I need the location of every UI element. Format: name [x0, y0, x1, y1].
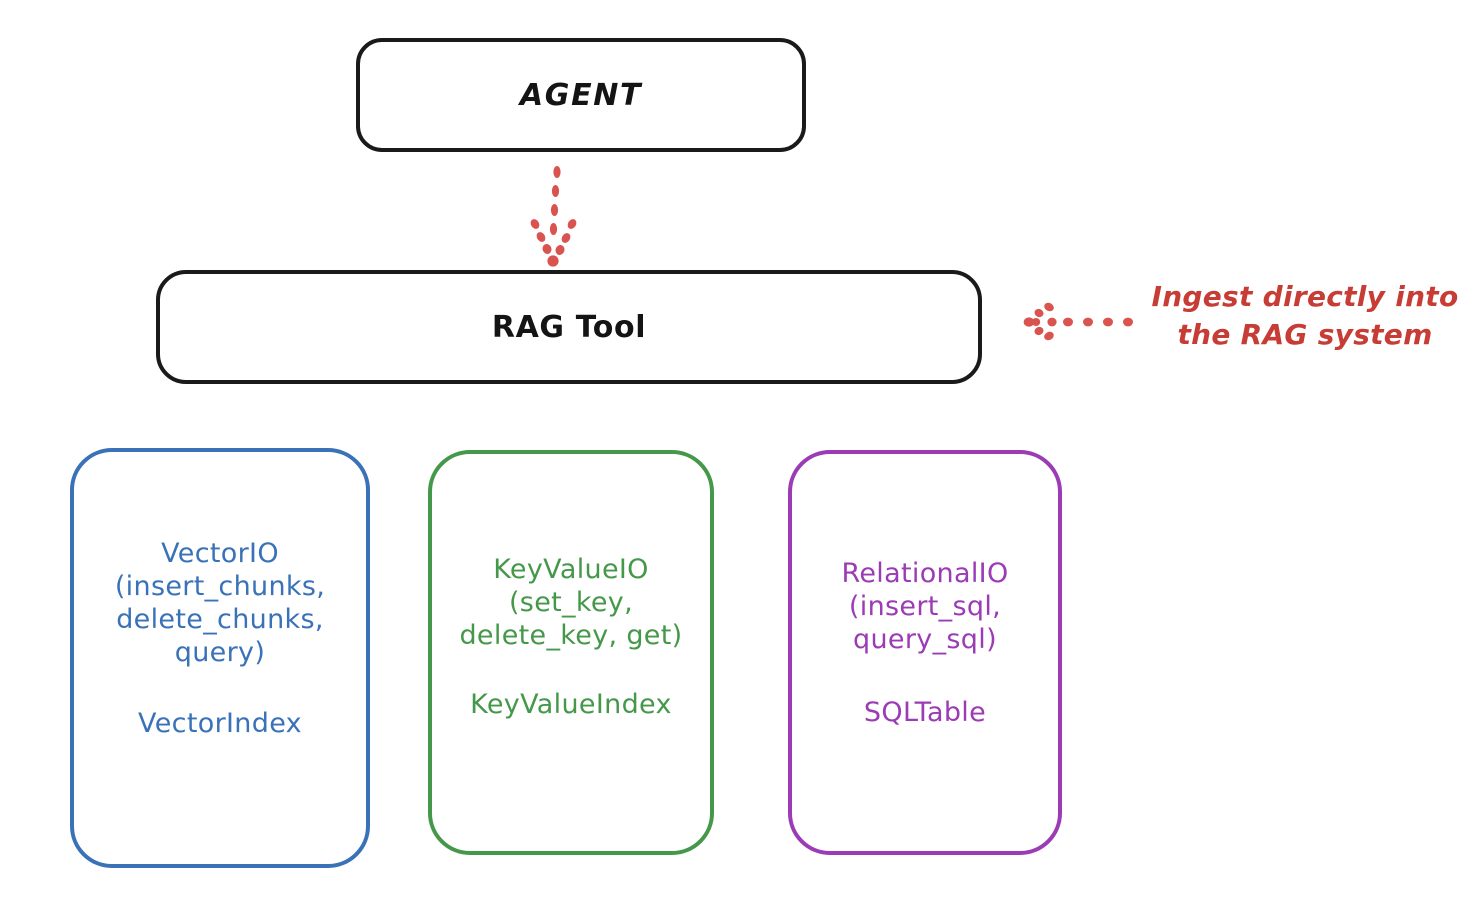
node-agent[interactable]: AGENT	[356, 38, 806, 152]
annotation-ingest-label: Ingest directly into the RAG system	[1151, 280, 1459, 351]
node-key-value-io-index: KeyValueIndex	[470, 688, 672, 720]
edge-ingest-to-rag-tool	[1023, 302, 1133, 341]
node-agent-label: AGENT	[519, 77, 643, 113]
node-vector-io-signature: VectorIO (insert_chunks, delete_chunks, …	[114, 538, 326, 668]
node-rag-tool[interactable]: RAG Tool	[156, 270, 982, 384]
edge-agent-to-rag-tool	[530, 166, 577, 267]
node-vector-io-index: VectorIndex	[138, 707, 302, 739]
node-vector-io-body: VectorIO (insert_chunks, delete_chunks, …	[74, 452, 366, 740]
node-key-value-io-signature: KeyValueIO (set_key, delete_key, get)	[459, 554, 683, 651]
node-key-value-io-body: KeyValueIO (set_key, delete_key, get) Ke…	[432, 454, 710, 721]
node-relational-io-index: SQLTable	[863, 696, 987, 728]
node-vector-io[interactable]: VectorIO (insert_chunks, delete_chunks, …	[70, 448, 370, 868]
node-key-value-io[interactable]: KeyValueIO (set_key, delete_key, get) Ke…	[428, 450, 714, 855]
node-relational-io[interactable]: RelationalIO (insert_sql, query_sql) SQL…	[788, 450, 1062, 855]
node-relational-io-body: RelationalIO (insert_sql, query_sql) SQL…	[792, 454, 1058, 729]
node-rag-tool-label: RAG Tool	[491, 309, 647, 345]
node-relational-io-signature: RelationalIO (insert_sql, query_sql)	[841, 558, 1009, 655]
